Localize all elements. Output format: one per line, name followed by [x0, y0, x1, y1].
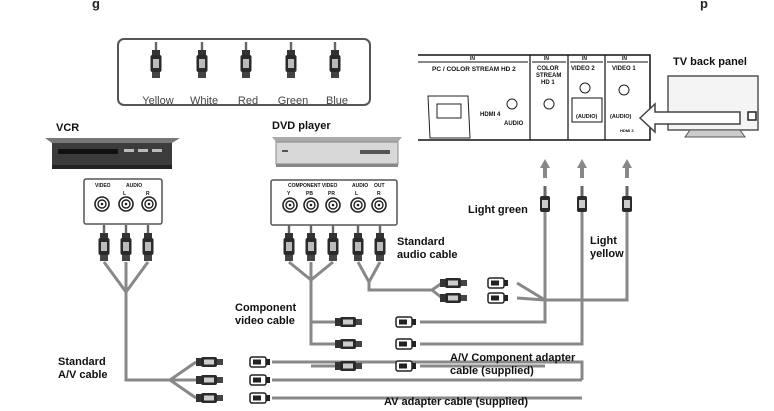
tv-video2-label: VIDEO 2: [571, 66, 595, 72]
dvd-device: [272, 137, 402, 167]
standard-av-cable-label: Standard A/V cable: [58, 356, 108, 381]
vcr-audio-label: AUDIO: [126, 183, 143, 189]
tv-audio-paren-label: (AUDIO): [610, 114, 632, 120]
tv-audio-paren-label: (AUDIO): [576, 114, 598, 120]
mini-plugs: [540, 186, 632, 212]
vcr-video-label: VIDEO: [95, 183, 111, 189]
tv-colorstream-label: STREAM: [536, 73, 562, 79]
standard-audio-cable-label: Standard audio cable: [397, 236, 458, 261]
header-fragment-right: p: [700, 0, 708, 11]
dvd-y-label: Y: [287, 191, 291, 197]
tv-back-panel: [638, 75, 759, 138]
tv-colorstream-label: HD 1: [541, 80, 555, 86]
light-yellow-label: Light yellow: [590, 235, 624, 260]
dvd-r-label: R: [377, 191, 381, 197]
dvd-pb-label: PB: [306, 191, 313, 197]
light-green-label: Light green: [468, 204, 528, 216]
component-video-cable-label: Component video cable: [235, 302, 297, 327]
plug-color-legend: Yellow White Red Green Blue: [117, 38, 371, 107]
tv-in-label: IN: [470, 56, 475, 62]
tv-hdmi4-label: HDMI 4: [480, 112, 501, 118]
tv-hdmi-small-label: HDMI 3: [620, 128, 634, 133]
av-adapter-cable-label: AV adapter cable (supplied): [384, 396, 529, 408]
header-fragment-left: g: [92, 0, 100, 11]
dvd-pr-label: PR: [328, 191, 335, 197]
tv-input-panel: [418, 54, 651, 141]
tv-pc-input-label: PC / COLOR STREAM HD 2: [432, 66, 516, 73]
tv-title: TV back panel: [673, 56, 747, 68]
tv-in-label: IN: [622, 56, 627, 62]
vcr-l-label: L: [123, 191, 127, 197]
dvd-audio-label: AUDIO: [352, 183, 369, 189]
tv-video1-label: VIDEO 1: [612, 66, 636, 72]
tv-in-label: IN: [544, 56, 549, 62]
tv-in-label: IN: [582, 56, 587, 62]
vcr-device: [45, 138, 180, 169]
dvd-out-label: OUT: [374, 183, 385, 189]
dvd-l-label: L: [355, 191, 359, 197]
av-component-adapter-label: A/V Component adapter cable (supplied): [450, 352, 576, 377]
vcr-title: VCR: [56, 122, 80, 134]
dvd-component-label: COMPONENT VIDEO: [288, 183, 338, 189]
tv-colorstream-label: COLOR: [537, 66, 559, 72]
tv-audio-label: AUDIO: [504, 121, 524, 127]
dvd-title: DVD player: [272, 120, 331, 132]
vcr-r-label: R: [146, 191, 150, 197]
